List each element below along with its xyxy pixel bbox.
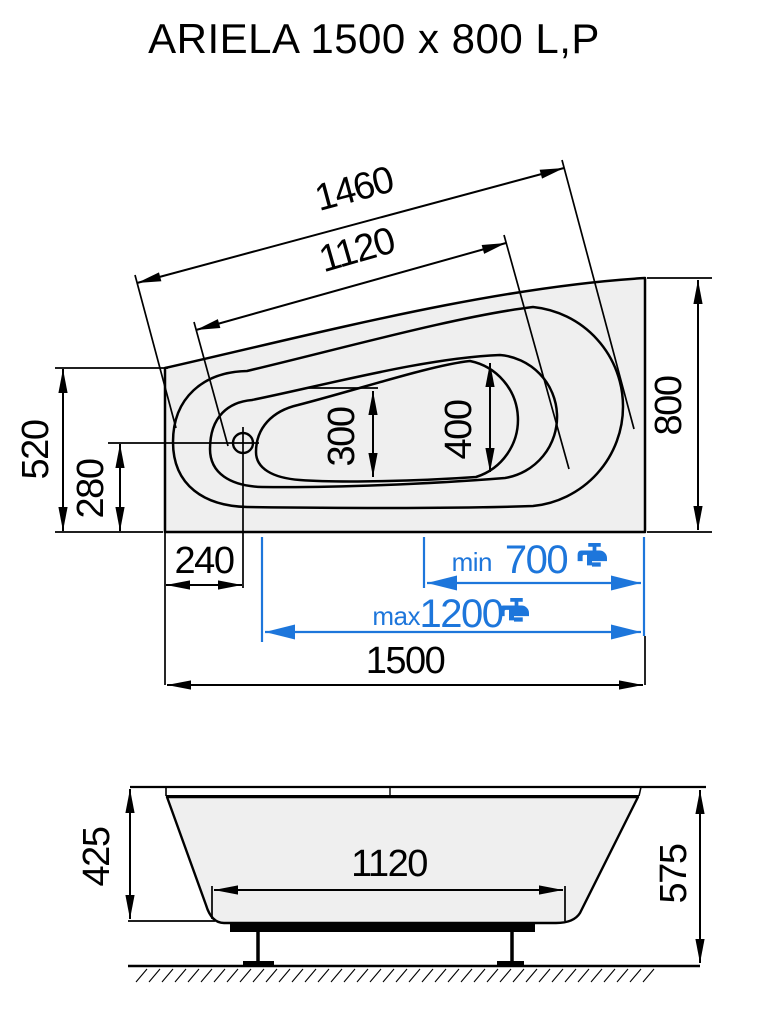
- leg-foot: [497, 961, 524, 967]
- dimension-1120-side: 1120: [211, 843, 566, 921]
- dimension-520: 520: [15, 367, 168, 533]
- faucet-dimensions: [260, 537, 646, 642]
- dim-1500-label: 1500: [366, 640, 445, 682]
- dim-1200-label: 1200: [420, 592, 503, 636]
- dim-1120-side-label: 1120: [351, 843, 427, 885]
- dimension-240: 240: [164, 533, 242, 685]
- dim-700-label: 700: [505, 538, 567, 582]
- dim-520-label: 520: [15, 420, 57, 479]
- support-base-plate: [230, 924, 535, 932]
- dim-1120-plan-label: 1120: [315, 220, 400, 281]
- dimension-400: 400: [438, 363, 495, 472]
- dim-400-label: 400: [438, 400, 480, 459]
- dimension-425: 425: [76, 789, 215, 922]
- plan-view: 520 280 240 300 400 800: [15, 159, 712, 690]
- floor-hatching: [135, 968, 655, 983]
- tub-inner-rim: [208, 353, 559, 489]
- side-view: 425 1120 575: [76, 785, 706, 983]
- faucet-icon: [577, 543, 607, 567]
- dimension-280: 280: [70, 444, 125, 531]
- dim-280-label: 280: [70, 459, 112, 518]
- dim-800-label: 800: [648, 376, 690, 435]
- faucet-icon: [499, 598, 529, 622]
- tub-outer-rim: [171, 305, 625, 510]
- drain-center-mark-icon: [108, 427, 259, 588]
- dim-300-label: 300: [321, 407, 363, 466]
- dim-575-label: 575: [653, 844, 695, 903]
- rim-edge-tick: [638, 786, 642, 797]
- dimension-1500: 1500: [167, 636, 646, 690]
- dim-min-prefix-label: min: [452, 547, 492, 577]
- leg-foot: [243, 961, 274, 967]
- dim-max-prefix-label: max: [372, 601, 420, 631]
- dim-1460-label: 1460: [311, 159, 398, 220]
- dimension-800: 800: [647, 277, 712, 533]
- dim-425-label: 425: [76, 827, 118, 886]
- dim-240-label: 240: [175, 540, 234, 582]
- page-title: ARIELA 1500 x 800 L,P: [148, 15, 600, 62]
- dimension-300: 300: [306, 387, 378, 477]
- dimension-575: 575: [653, 790, 705, 963]
- basin-floor-outline: [254, 359, 520, 483]
